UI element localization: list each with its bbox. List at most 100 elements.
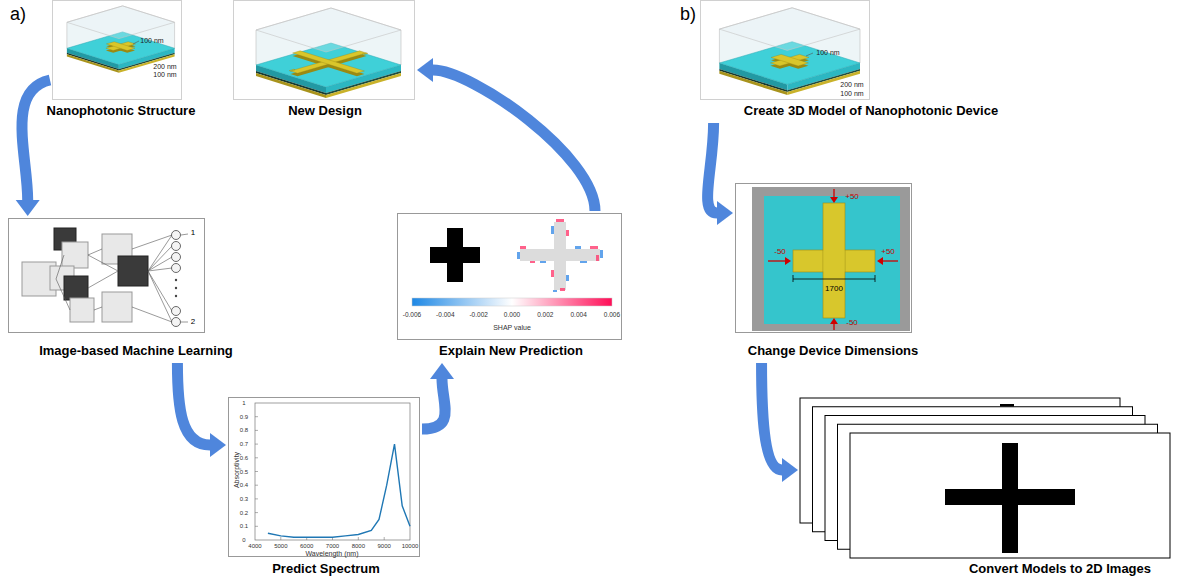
dimension-view [830,318,838,324]
figure-label: 0.9 [240,414,248,420]
neural-network [175,279,177,297]
figure-label: Absorptivity [233,452,240,488]
model-face [362,53,368,55]
figure-label: 2 [191,318,195,326]
arrow-shaft [22,80,50,200]
shap-explanation [520,246,526,249]
spectrum-plot [255,526,258,527]
flow-arrow [16,80,50,216]
neural-network [181,234,188,235]
dimension-view [793,275,875,282]
figure-label: 0.5 [240,469,248,475]
dimension-view [833,189,834,198]
figure-panel: New Design [233,0,415,100]
figure-label: 0.6 [240,455,248,461]
figure-label: 200 nm [840,81,863,88]
dimension-view [793,275,794,282]
figure-label: 8000 [352,543,365,549]
figure-label: Wavelength (nm) [305,550,358,557]
figure-label: 7000 [326,543,339,549]
shap-explanation [553,290,557,292]
neural-network [172,307,181,316]
shap-explanation [551,270,554,277]
spectrum-plot [384,537,385,540]
dimension-view [877,257,883,265]
arrow-shaft [177,363,210,445]
neural-network [148,268,172,271]
figure-label: 100 nm [153,71,176,78]
image-stack [1002,443,1018,553]
figure-label: 5000 [274,543,287,549]
figure-label: -50 [774,248,786,256]
panel-caption: Explain New Prediction [439,343,583,359]
panel-letter: a) [10,5,26,23]
model-face [106,42,136,51]
spectrum-plot [358,537,359,540]
figure-label: 0.3 [240,496,248,502]
neural-network [88,271,118,288]
arrow-shaft [422,379,445,429]
arrow-shaft [762,363,782,470]
spectrum-plot [255,471,258,472]
figure-label: 0.006 [604,312,620,319]
neural-network [62,242,88,268]
neural-network [118,256,148,286]
figure-label: 9000 [377,543,390,549]
shap-explanation [447,228,463,282]
spectrum-plot [268,444,410,537]
arrow-head [782,458,798,482]
arrow-head [16,200,40,216]
arrow-head [210,433,226,457]
figure-label: -0.002 [469,312,487,319]
neural-network [175,287,177,289]
dimension-view [768,189,898,330]
dimension-view [793,250,875,272]
neural-network [172,318,181,327]
neural-network [148,235,172,271]
dimension-view [752,187,910,331]
figure-label: 1 [242,400,245,406]
model-face [293,54,365,76]
neural-network [56,255,64,279]
neural-network [175,279,177,281]
model-face [293,51,365,73]
figure-label: 0.1 [240,523,248,529]
neural-network [175,295,177,297]
panel-caption: Image-based Machine Learning [39,343,233,359]
neural-network [88,255,118,271]
dimension-view [833,323,834,330]
neural-network [94,307,102,310]
shap-explanation [580,261,587,263]
panel-caption: Nanophotonic Structure [47,103,196,119]
figure-label: +50 [881,248,895,256]
model-face [770,54,809,66]
figure-label: +50 [845,193,859,201]
neural-network [172,242,181,251]
model-face [771,54,808,66]
shap-explanation [566,230,569,236]
figure-label: 100 nm [840,90,863,97]
panel-caption: Predict Spectrum [272,561,380,577]
arrow-head [417,58,433,82]
panel-caption: Change Device Dimensions [748,343,919,359]
figure-label: -0.006 [403,312,421,319]
image-stack [850,433,1170,558]
neural-network [132,307,172,322]
figure-label: 0.4 [240,482,248,488]
neural-network [148,271,172,311]
figure-label: 0.8 [240,427,248,433]
figure-label: 6000 [300,543,313,549]
spectrum-plot [255,512,258,513]
neural-network [70,298,94,322]
image-stack [1000,404,1014,407]
shap-explanation [590,246,598,249]
neural-network [102,292,132,322]
spectrum-plot [255,403,410,540]
figure-label: 0.004 [571,312,587,319]
flow-arrow [422,363,454,429]
neural-network [22,228,188,327]
shap-explanation [596,255,599,261]
neural-network [172,231,181,327]
flow-arrow [708,123,733,225]
